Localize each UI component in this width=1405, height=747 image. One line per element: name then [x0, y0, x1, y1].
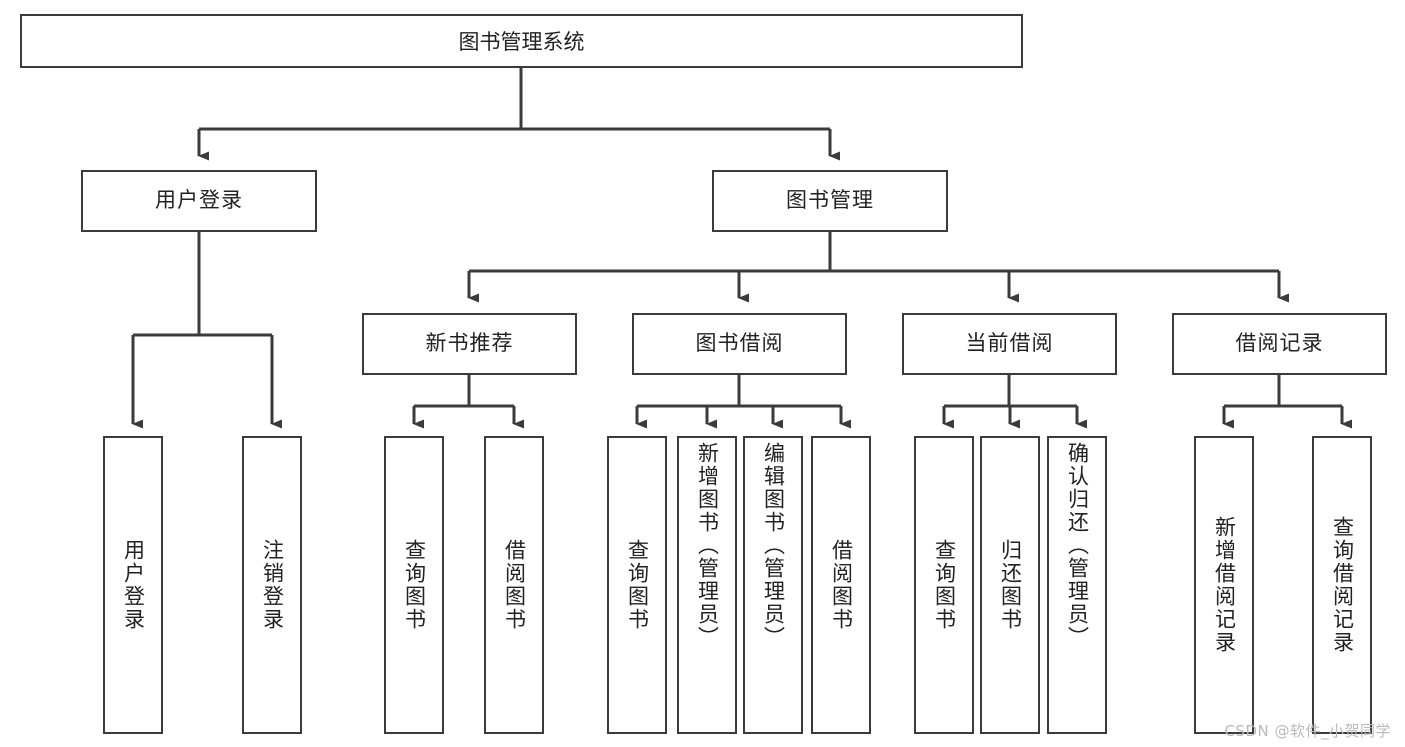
leaf-label: 借阅图书	[502, 539, 527, 631]
leaf-label: 用户登录	[121, 539, 146, 631]
leaf-label: 编辑图书（管理员）	[761, 442, 786, 649]
node-label: 图书管理	[786, 188, 874, 213]
leaf-add-book-admin[interactable]: 新增图书（管理员）	[677, 436, 737, 734]
node-book-management[interactable]: 图书管理	[712, 170, 948, 232]
leaf-label: 新增图书（管理员）	[695, 442, 720, 649]
leaf-add-borrow-record[interactable]: 新增借阅记录	[1194, 436, 1254, 734]
leaf-borrow-book[interactable]: 借阅图书	[811, 436, 871, 734]
node-borrow-records[interactable]: 借阅记录	[1172, 313, 1387, 375]
leaf-label: 归还图书	[998, 539, 1023, 631]
leaf-query-borrow-record[interactable]: 查询借阅记录	[1312, 436, 1372, 734]
leaf-query-book-newbooks[interactable]: 查询图书	[384, 436, 444, 734]
leaf-return-book[interactable]: 归还图书	[980, 436, 1040, 734]
node-user-login[interactable]: 用户登录	[81, 170, 317, 232]
leaf-edit-book-admin[interactable]: 编辑图书（管理员）	[743, 436, 803, 734]
node-new-book-recommend[interactable]: 新书推荐	[362, 313, 577, 375]
leaf-label: 查询图书	[625, 539, 650, 631]
leaf-query-book-borrow[interactable]: 查询图书	[607, 436, 667, 734]
leaf-label: 借阅图书	[829, 539, 854, 631]
node-label: 新书推荐	[425, 331, 514, 356]
leaf-logout[interactable]: 注销登录	[242, 436, 302, 734]
node-label: 图书管理系统	[458, 30, 585, 54]
leaf-label: 注销登录	[260, 539, 285, 631]
node-label: 用户登录	[155, 188, 243, 213]
node-book-borrow[interactable]: 图书借阅	[632, 313, 847, 375]
leaf-label: 新增借阅记录	[1212, 516, 1237, 654]
node-label: 借阅记录	[1235, 331, 1324, 356]
leaf-borrow-book-newbooks[interactable]: 借阅图书	[484, 436, 544, 734]
leaf-query-book-current[interactable]: 查询图书	[914, 436, 974, 734]
node-current-borrow[interactable]: 当前借阅	[902, 313, 1117, 375]
leaf-label: 查询借阅记录	[1330, 516, 1355, 654]
leaf-label: 查询图书	[402, 539, 427, 631]
node-label: 当前借阅	[965, 331, 1054, 356]
leaf-confirm-return-admin[interactable]: 确认归还（管理员）	[1047, 436, 1107, 734]
leaf-label: 查询图书	[932, 539, 957, 631]
leaf-label: 确认归还（管理员）	[1065, 442, 1090, 649]
node-root-system[interactable]: 图书管理系统	[20, 14, 1023, 68]
leaf-user-login[interactable]: 用户登录	[103, 436, 163, 734]
node-label: 图书借阅	[695, 331, 784, 356]
